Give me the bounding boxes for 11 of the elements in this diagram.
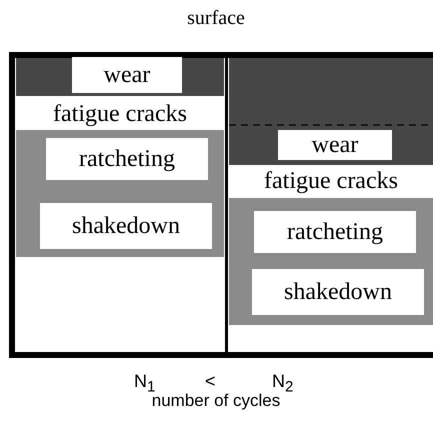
label-box: ratcheting [254,211,416,253]
heading: surface [187,8,245,28]
label-box: ratcheting [46,138,208,180]
label-box: wear [278,130,392,160]
label-box: shakedown [252,269,424,315]
axis-label: N$_{1}$ [134,372,156,395]
axis-label: N$_{2}$ [272,372,294,395]
comparison-sign: < [205,372,216,390]
label-box: wear [72,57,182,93]
label-box: shakedown [40,203,212,249]
axis-title: number of cycles [152,392,280,409]
